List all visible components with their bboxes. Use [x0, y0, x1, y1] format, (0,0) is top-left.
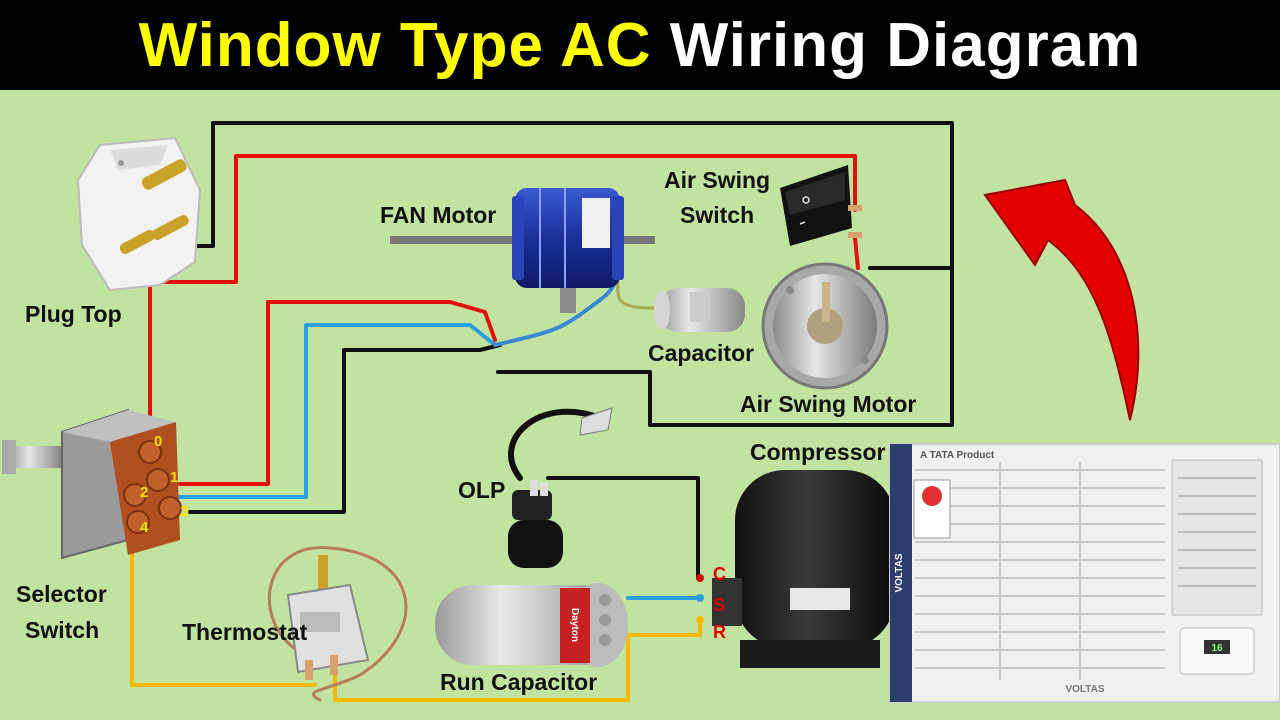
- ac-display: 16: [1211, 643, 1223, 654]
- labels: Plug Top FAN Motor Air Swing Switch Capa…: [16, 167, 916, 695]
- terminal-r: R: [713, 622, 726, 642]
- label-air-swing-switch-1: Air Swing: [664, 167, 770, 193]
- label-compressor: Compressor: [750, 439, 886, 465]
- label-thermostat: Thermostat: [182, 619, 308, 645]
- title-bar: Window Type AC Wiring Diagram: [0, 0, 1280, 90]
- selector-switch: [2, 408, 182, 560]
- run-capacitor: Dayton: [435, 583, 628, 667]
- ac-side-brand: VOLTAS: [894, 553, 905, 592]
- label-air-swing-motor: Air Swing Motor: [740, 391, 916, 417]
- red-arrow: [983, 178, 1140, 421]
- wire-blue-fan: [158, 323, 497, 499]
- label-fan-motor: FAN Motor: [380, 202, 496, 228]
- compressor-terminal-letters: C S R: [713, 564, 726, 642]
- ac-grille: [915, 462, 1165, 680]
- terminal-0: 0: [154, 433, 162, 450]
- wire-black-main: [188, 121, 954, 427]
- wire-red-switch: [853, 236, 860, 270]
- plug-top: [76, 136, 202, 292]
- label-capacitor: Capacitor: [648, 340, 754, 366]
- label-selector-switch-1: Selector: [16, 581, 107, 607]
- label-plug-top: Plug Top: [25, 301, 122, 327]
- label-air-swing-switch-2: Switch: [680, 202, 754, 228]
- terminal-2: 2: [140, 484, 148, 501]
- run-capacitor-brand: Dayton: [569, 608, 580, 642]
- wire-black-olp: [546, 476, 700, 580]
- terminal-4: 4: [140, 519, 149, 536]
- thermostat-capillary: [267, 546, 408, 702]
- selector-terminal-numbers: 0 1 2 3 4: [140, 433, 188, 536]
- wire-yellow-run: [333, 620, 702, 702]
- terminal-s: S: [713, 595, 725, 615]
- olp: [508, 407, 613, 568]
- title-part1: Window Type AC: [138, 10, 652, 80]
- air-swing-motor: [761, 262, 889, 390]
- fan-capacitor: [654, 288, 745, 332]
- compressor: [696, 470, 895, 668]
- terminal-c: C: [713, 564, 726, 584]
- thermostat: [286, 555, 370, 680]
- terminal-1: 1: [170, 469, 178, 486]
- label-olp: OLP: [458, 477, 505, 503]
- wire-olp-lead: [508, 408, 603, 481]
- ac-brand-bottom: VOLTAS: [1065, 684, 1104, 695]
- fan-motor: [390, 188, 655, 313]
- wire-red-fan: [178, 300, 497, 486]
- title-part2: Wiring Diagram: [669, 10, 1142, 80]
- label-run-capacitor: Run Capacitor: [440, 669, 597, 695]
- label-selector-switch-2: Switch: [25, 617, 99, 643]
- window-ac-unit: 16 A TATA Product VOLTAS VOLTAS: [889, 443, 1280, 703]
- ac-brand-top: A TATA Product: [920, 450, 995, 461]
- wire-black-fan: [188, 343, 502, 514]
- air-swing-switch: [780, 165, 862, 246]
- terminal-3: 3: [180, 503, 188, 520]
- wire-yellow-main: [130, 538, 317, 687]
